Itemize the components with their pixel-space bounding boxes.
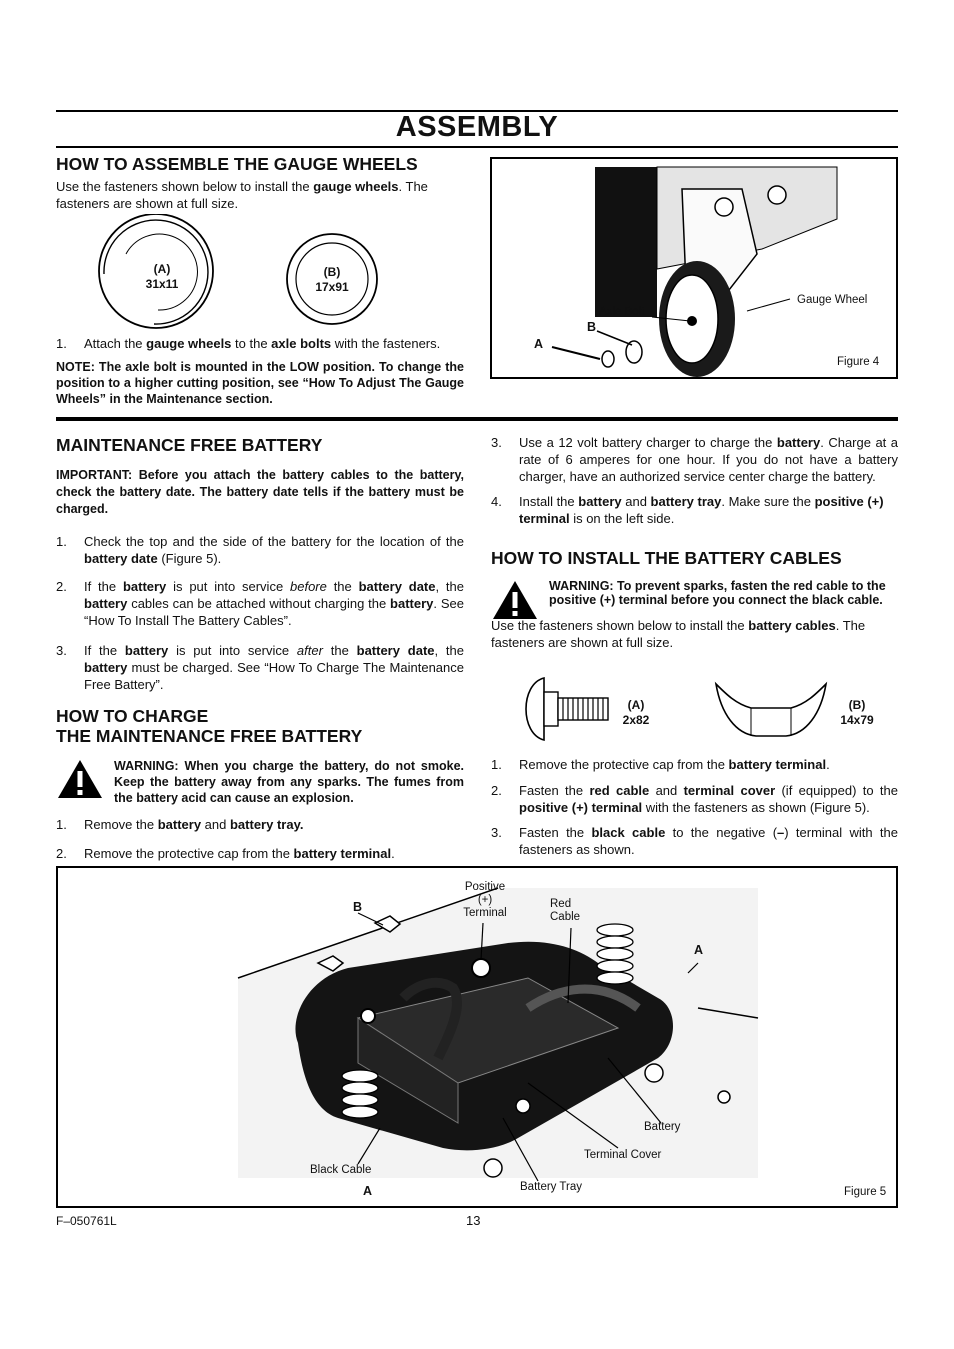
cable-fastener-b-caption: (B) 14x79 <box>840 698 874 727</box>
gauge-step-1: 1.Attach the gauge wheels to the axle bo… <box>56 336 441 351</box>
gauge-fastener-a-caption: (A) 31x11 <box>145 262 179 291</box>
label-terminal-cover: Terminal Cover <box>584 1149 662 1161</box>
charge-step-4: 4.Install the battery and battery tray. … <box>491 494 884 526</box>
flat-washer-outer <box>98 214 214 329</box>
cables-step-2: 2.Fasten the red cable and terminal cove… <box>491 783 898 815</box>
hex-nuts <box>483 1063 731 1178</box>
gauge-steps: 1.Attach the gauge wheels to the axle bo… <box>56 335 464 407</box>
charge-step-2: 2.Remove the protective cap from the bat… <box>56 846 395 861</box>
black-cable <box>399 977 462 1061</box>
charge-warning: WARNING: When you charge the battery, do… <box>56 758 464 806</box>
positive-terminal <box>471 958 491 978</box>
gauge-wheels-intro: Use the fasteners shown below to install… <box>56 179 428 211</box>
header-rule-bottom <box>56 146 898 148</box>
carriage-bolt-neck <box>543 691 559 727</box>
carriage-bolt-head <box>525 676 545 742</box>
cables-heading: HOW TO INSTALL THE BATTERY CABLES <box>491 548 842 568</box>
label-a-top: A <box>694 943 704 957</box>
lock-washer-arc <box>103 219 209 325</box>
label-b: B <box>587 320 597 334</box>
battery-heading: MAINTENANCE FREE BATTERY <box>56 435 323 455</box>
cables-intro: Use the fasteners shown below to install… <box>491 618 866 650</box>
battery-section: MAINTENANCE FREE BATTERY IMPORTANT: Befo… <box>56 435 464 862</box>
washer-a <box>625 340 643 364</box>
washer-b-outer <box>286 233 378 325</box>
gauge-wheels-section: HOW TO ASSEMBLE THE GAUGE WHEELS Use the… <box>56 154 464 212</box>
figure-4-caption: Figure 4 <box>837 356 880 368</box>
footer-code: F–050761L <box>56 1214 117 1228</box>
warning-icon <box>493 581 537 619</box>
cable-fastener-a-caption: (A) 2x82 <box>622 698 650 727</box>
axle-bolt <box>687 316 697 326</box>
negative-terminal <box>360 1008 376 1024</box>
label-red-cable: Red Cable <box>550 898 581 923</box>
gauge-note: NOTE: The axle bolt is mounted in the LO… <box>56 360 464 406</box>
wing-nut <box>714 681 828 737</box>
label-battery: Battery <box>644 1121 681 1133</box>
lock-washer-inner <box>125 233 198 311</box>
figure-4-illustration <box>551 166 838 377</box>
leader-a <box>551 346 601 360</box>
cables-warning: WARNING: To prevent sparks, fasten the r… <box>491 579 898 619</box>
battery-step-3: 3.If the battery is put into service aft… <box>56 643 465 692</box>
battery-step-2: 2.If the battery is put into service bef… <box>56 579 465 628</box>
label-gauge-wheel: Gauge Wheel <box>797 294 868 306</box>
gauge-fastener-b-caption: (B) 17x91 <box>315 265 349 294</box>
label-a: A <box>534 337 544 351</box>
label-black-cable: Black Cable <box>310 1164 372 1176</box>
gauge-fasteners-drawing <box>98 214 378 329</box>
label-battery-tray: Battery Tray <box>520 1181 582 1193</box>
cables-steps: 1.Remove the protective cap from the bat… <box>491 756 898 858</box>
page-number: 13 <box>466 1213 481 1228</box>
leader-b <box>596 330 633 346</box>
figure-5: Positive (+) Terminal Red Cable B A Batt… <box>56 866 898 1208</box>
cable-fasteners-drawing <box>525 676 828 742</box>
springs <box>341 923 634 1119</box>
red-cable <box>525 984 641 1012</box>
page-title: ASSEMBLY <box>395 111 559 143</box>
battery-important: IMPORTANT: Before you attach the battery… <box>56 468 464 516</box>
bracket-bolt-1 <box>714 197 734 217</box>
section-divider <box>56 417 898 421</box>
header-rule-top <box>56 110 898 112</box>
gauge-wheels-heading: HOW TO ASSEMBLE THE GAUGE WHEELS <box>56 154 418 174</box>
warning-icon <box>58 760 102 798</box>
charge-step-3: 3.Use a 12 volt battery charger to charg… <box>491 435 899 484</box>
leader-lines <box>357 912 699 1182</box>
label-a-bottom: A <box>363 1184 373 1198</box>
figure-5-illustration <box>237 887 759 1182</box>
figure-4: Gauge Wheel Axle Bolt B A Figure 4 <box>490 157 898 379</box>
leader-gauge-wheel <box>746 298 791 312</box>
washer-b-inner <box>295 242 369 316</box>
cables-step-1: 1.Remove the protective cap from the bat… <box>491 757 830 772</box>
cables-step-3: 3.Fasten the black cable to the negative… <box>491 825 899 857</box>
battery-step-1: 1.Check the top and the side of the batt… <box>56 534 464 566</box>
washer-b <box>601 350 615 368</box>
figure-5-caption: Figure 5 <box>844 1186 887 1198</box>
label-positive-terminal: Positive (+) Terminal <box>463 881 507 919</box>
wing-nuts <box>316 915 402 972</box>
leader-axle-bolt <box>651 316 691 322</box>
label-b: B <box>353 900 363 914</box>
charge-step-1: 1.Remove the battery and battery tray. <box>56 817 304 832</box>
right-column: 3.Use a 12 volt battery charger to charg… <box>491 434 898 651</box>
battery-side <box>357 1017 459 1124</box>
mower-deck-side <box>595 167 657 317</box>
label-axle-bolt: Axle Bolt <box>599 306 645 318</box>
bracket-bolt-2 <box>767 185 787 205</box>
